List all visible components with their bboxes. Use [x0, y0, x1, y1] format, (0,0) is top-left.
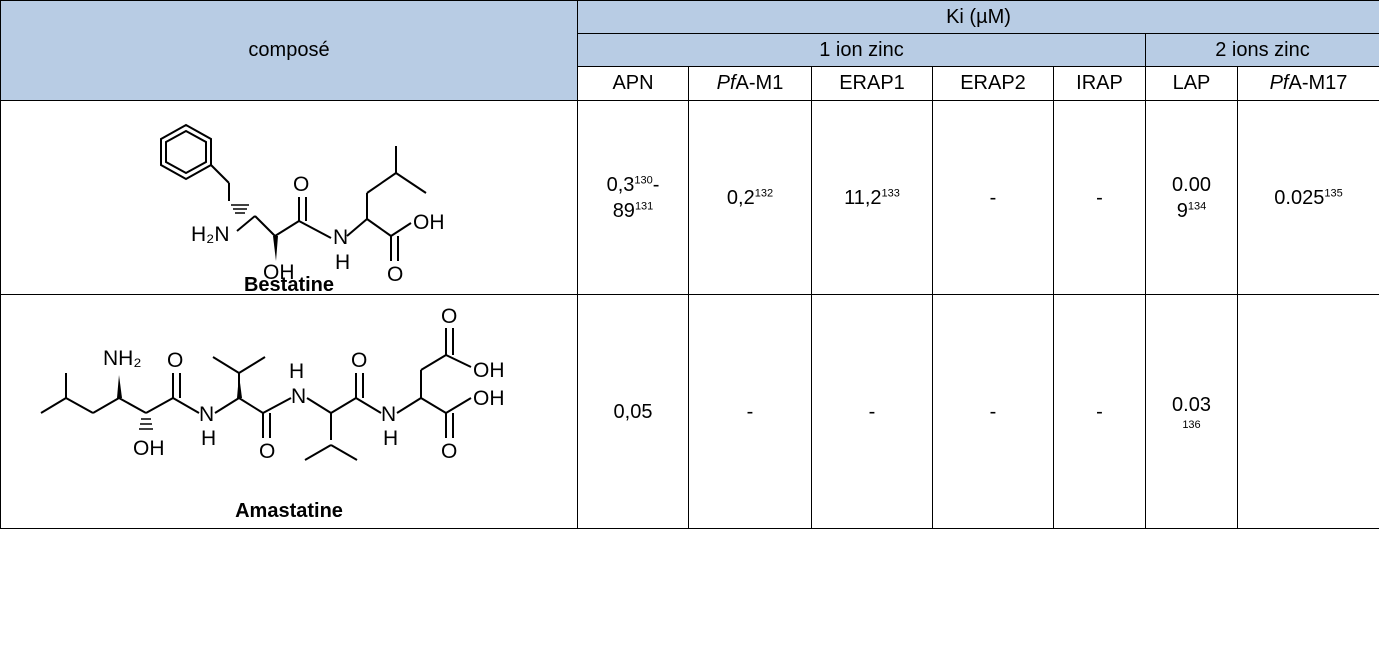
header-enzyme-apn: APN — [577, 66, 689, 101]
compound-cell-amastatine: NH₂ O N H O H N O N H O O OH OH OH Amast… — [0, 294, 578, 529]
value-irap: - — [1053, 294, 1146, 529]
label-o-1: O — [167, 349, 183, 372]
label-o-2: O — [259, 440, 275, 463]
value-pfam17 — [1237, 294, 1379, 529]
compound-cell-bestatine: H₂N O N H OH OH O Bestatine — [0, 100, 578, 295]
label-n-3: N — [381, 403, 396, 426]
header-two-zinc: 2 ions zinc — [1145, 33, 1379, 67]
header-ki: Ki (µM) — [577, 0, 1379, 34]
table-row: NH₂ O N H O H N O N H O O OH OH OH Amast… — [0, 294, 1379, 529]
label-oh-3: OH — [133, 437, 165, 460]
wedge-bond — [237, 375, 242, 398]
value-erap1: - — [811, 294, 933, 529]
value-apn: 0,05 — [577, 294, 689, 529]
label-n-1: N — [199, 403, 214, 426]
bestatine-structure-diagram: H₂N O N H OH OH O Bestatine — [160, 123, 445, 294]
header-compound: composé — [0, 0, 578, 101]
amastatine-structure-diagram: NH₂ O N H O H N O N H O O OH OH OH Amast… — [40, 305, 505, 522]
header-enzyme-lap: LAP — [1145, 66, 1238, 101]
compound-name-bestatine: Bestatine — [244, 274, 334, 294]
header-enzyme-erap1: ERAP1 — [811, 66, 933, 101]
label-h: H — [335, 251, 350, 274]
ki-table: composé Ki (µM) 1 ion zinc 2 ions zinc A… — [0, 0, 1379, 529]
label-n-2: N — [291, 385, 306, 408]
label-h2n: H₂N — [191, 223, 229, 246]
label-o-5: O — [441, 305, 457, 328]
header-enzyme-irap: IRAP — [1053, 66, 1146, 101]
label-oh-2: OH — [473, 387, 505, 410]
value-erap2: - — [932, 100, 1054, 295]
wedge-bond — [117, 375, 122, 398]
value-erap2: - — [932, 294, 1054, 529]
label-o: O — [293, 173, 309, 196]
value-apn: 0,3130- 89131 — [577, 100, 689, 295]
label-h-2: H — [289, 360, 304, 383]
label-nh2: NH₂ — [103, 347, 141, 370]
value-pfam1: 0,2132 — [688, 100, 812, 295]
label-h-1: H — [201, 427, 216, 450]
value-irap: - — [1053, 100, 1146, 295]
header-enzyme-erap2: ERAP2 — [932, 66, 1054, 101]
label-oh: OH — [413, 211, 445, 234]
compound-name-amastatine: Amastatine — [235, 500, 343, 522]
wedge-bond — [273, 236, 278, 261]
label-h-3: H — [383, 427, 398, 450]
value-erap1: 11,2133 — [811, 100, 933, 295]
table-row: H₂N O N H OH OH O Bestatine 0,3130- 8913… — [0, 100, 1379, 295]
value-pfam1: - — [688, 294, 812, 529]
label-oh-1: OH — [473, 359, 505, 382]
header-one-zinc: 1 ion zinc — [577, 33, 1146, 67]
label-oh-2: OH — [263, 261, 295, 284]
label-n: N — [333, 226, 348, 249]
header-enzyme-pfam17: PfA-M17 — [1237, 66, 1379, 101]
header-enzyme-pfam1: PfA-M1 — [688, 66, 812, 101]
label-o-4: O — [441, 440, 457, 463]
value-pfam17: 0.025135 — [1237, 100, 1379, 295]
label-o-2: O — [387, 263, 403, 286]
label-o-3: O — [351, 349, 367, 372]
